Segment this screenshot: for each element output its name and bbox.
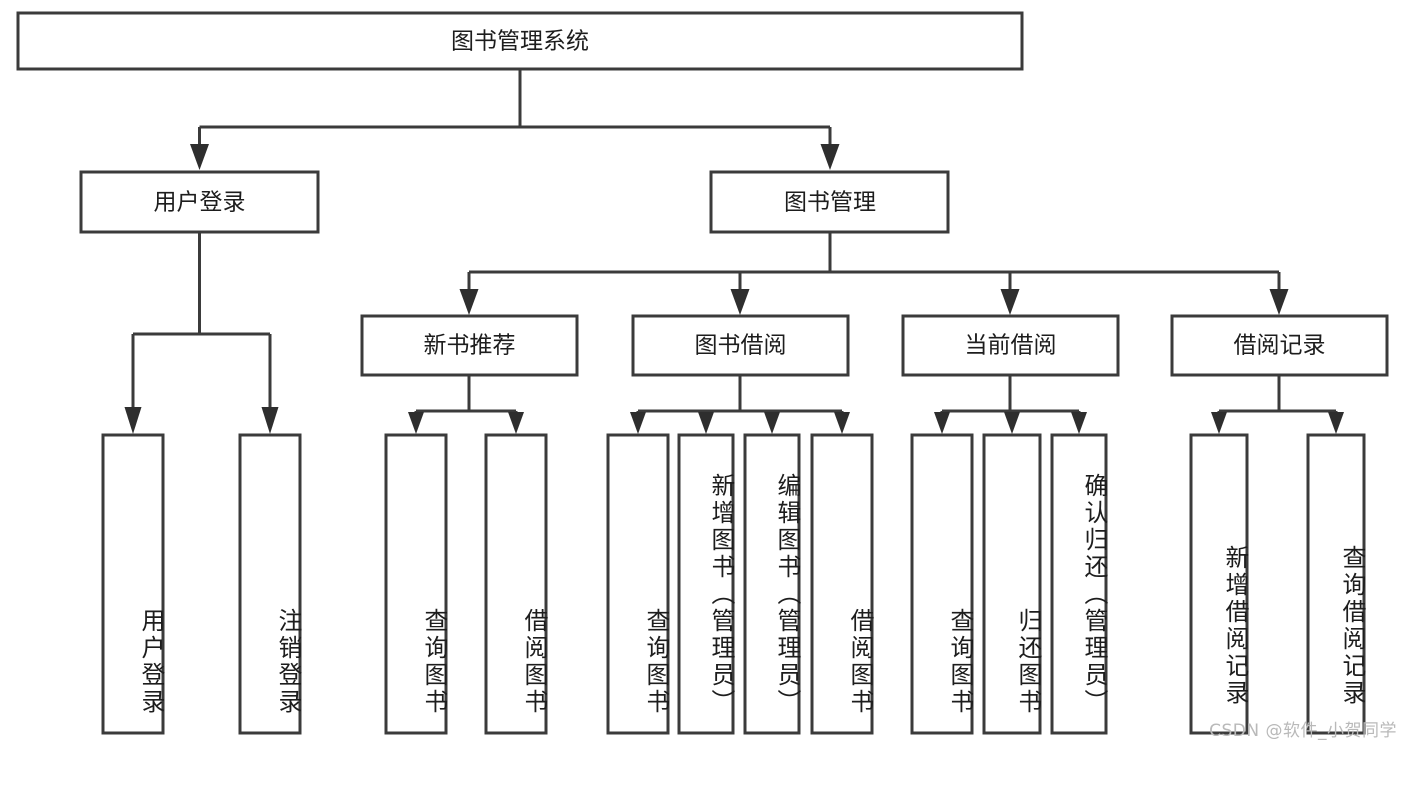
node-new-book-recommend-box xyxy=(360,314,579,377)
node-user-login-label: 用户登录 xyxy=(154,190,246,216)
node-user-login[interactable]: 用户登录 xyxy=(79,170,320,234)
connector-borrowrecord-to-leaves xyxy=(1211,375,1344,434)
node-current-borrow-label: 当前借阅 xyxy=(965,333,1057,359)
diagram-canvas: 图书管理系统 用户登录 图书管理 新书推荐 图书借阅 当前借阅 借阅记录 xyxy=(16,11,1389,735)
leaf-query-borrow-record-box[interactable] xyxy=(1306,433,1366,735)
node-new-book-recommend-label: 新书推荐 xyxy=(424,333,516,359)
leaf-query-book-borrow-box[interactable] xyxy=(606,433,670,735)
leaf-borrow-book-recommend-box[interactable] xyxy=(484,433,548,735)
leaf-user-login-box[interactable] xyxy=(101,433,165,735)
leaf-confirm-return-box[interactable] xyxy=(1050,433,1108,735)
system-architecture-diagram: 图书管理系统 用户登录 图书管理 新书推荐 图书借阅 当前借阅 借阅记录 xyxy=(16,11,1397,741)
leaf-add-borrow-record-box[interactable] xyxy=(1189,433,1249,735)
leaf-query-book-current-box[interactable] xyxy=(910,433,974,735)
connector-bookborrow-to-leaves xyxy=(630,375,850,434)
node-current-borrow-box xyxy=(901,314,1120,377)
node-book-borrow-label: 图书借阅 xyxy=(695,333,787,359)
node-borrow-record-box xyxy=(1170,314,1389,377)
leaf-edit-book-box[interactable] xyxy=(743,433,801,735)
connector-currentborrow-to-leaves xyxy=(934,375,1087,434)
node-borrow-record-label: 借阅记录 xyxy=(1234,333,1326,359)
leaf-borrow-book-box[interactable] xyxy=(810,433,874,735)
connector-newbook-to-leaves xyxy=(408,375,524,434)
node-book-management-box xyxy=(709,170,950,234)
node-user-login-box xyxy=(79,170,320,234)
node-borrow-record[interactable]: 借阅记录 xyxy=(1170,314,1389,377)
node-root[interactable]: 图书管理系统 xyxy=(16,11,1024,71)
leaf-boxes xyxy=(101,433,1366,735)
leaf-add-book-box[interactable] xyxy=(677,433,735,735)
node-new-book-recommend[interactable]: 新书推荐 xyxy=(360,314,579,377)
leaf-logout-box[interactable] xyxy=(238,433,302,735)
leaf-query-book-recommend-box[interactable] xyxy=(384,433,448,735)
connector-userlogin-to-leaves xyxy=(124,232,279,434)
node-book-borrow-box xyxy=(631,314,850,377)
connector-root-to-level2 xyxy=(190,69,840,170)
connector-bookmgmt-to-level3 xyxy=(459,232,1289,315)
node-root-label: 图书管理系统 xyxy=(451,29,589,55)
csdn-watermark: CSDN @软件_小贺同学 xyxy=(1209,721,1397,741)
node-book-management-label: 图书管理 xyxy=(784,190,876,216)
node-book-management[interactable]: 图书管理 xyxy=(709,170,950,234)
node-root-box xyxy=(16,11,1024,71)
node-current-borrow[interactable]: 当前借阅 xyxy=(901,314,1120,377)
leaf-return-book-box[interactable] xyxy=(982,433,1042,735)
node-book-borrow[interactable]: 图书借阅 xyxy=(631,314,850,377)
